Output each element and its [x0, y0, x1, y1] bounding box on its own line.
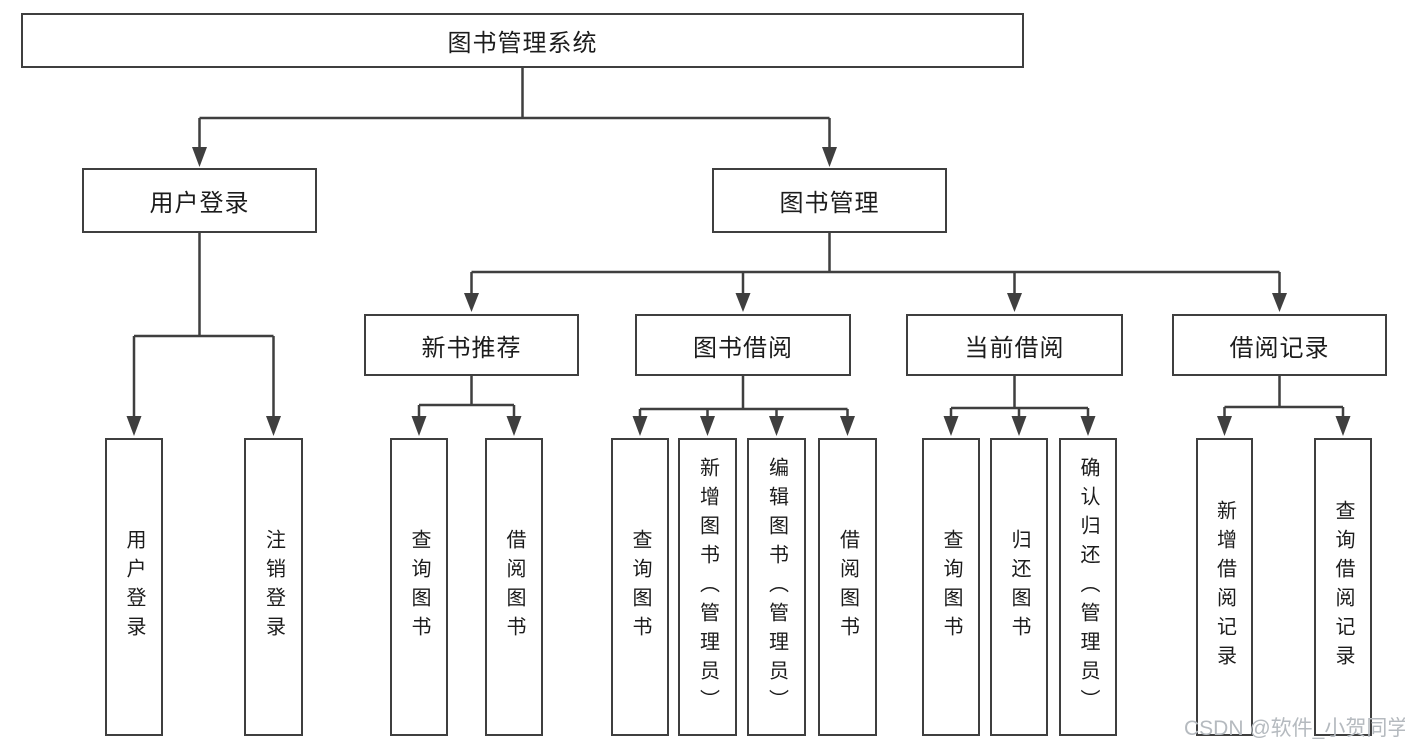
- arrow-down-icon: [126, 416, 142, 436]
- arrow-down-icon: [769, 416, 784, 436]
- arrow-down-icon: [411, 416, 427, 436]
- connector-book-borrowing-branch: [632, 376, 855, 436]
- node-query-books-current: 查询图书: [922, 438, 980, 736]
- connector-book-management-branch: [464, 233, 1287, 312]
- node-query-books-borrowing: 查询图书: [611, 438, 669, 736]
- node-confirm-return-admin: 确认归还（管理员）: [1059, 438, 1117, 736]
- node-library-system: 图书管理系统: [21, 13, 1024, 68]
- node-borrow-books-recommend: 借阅图书: [485, 438, 543, 736]
- node-borrow-books-borrowing: 借阅图书: [818, 438, 877, 736]
- node-user-login: 用户登录: [82, 168, 317, 233]
- arrow-down-icon: [840, 416, 855, 436]
- arrow-down-icon: [192, 147, 207, 167]
- connector-root-to-level1: [192, 68, 837, 167]
- node-logout: 注销登录: [244, 438, 303, 736]
- arrow-down-icon: [1007, 293, 1022, 312]
- node-user-login-leaf: 用户登录: [105, 438, 163, 736]
- connector-new-book-branch: [411, 376, 522, 436]
- node-current-borrowing: 当前借阅: [906, 314, 1123, 376]
- arrow-down-icon: [506, 416, 522, 436]
- node-edit-book-admin: 编辑图书（管理员）: [747, 438, 806, 736]
- arrow-down-icon: [943, 416, 959, 436]
- node-add-borrow-record: 新增借阅记录: [1196, 438, 1253, 736]
- arrow-down-icon: [1080, 416, 1096, 436]
- node-return-books: 归还图书: [990, 438, 1048, 736]
- node-book-borrowing: 图书借阅: [635, 314, 851, 376]
- arrow-down-icon: [700, 416, 715, 436]
- csdn-watermark: CSDN @软件_小贺同学: [1184, 717, 1405, 740]
- arrow-down-icon: [822, 147, 837, 167]
- node-borrowing-records: 借阅记录: [1172, 314, 1387, 376]
- node-new-book-recommend: 新书推荐: [364, 314, 579, 376]
- arrow-down-icon: [1272, 293, 1287, 312]
- arrow-down-icon: [735, 293, 751, 312]
- connector-user-login-branch: [126, 233, 281, 436]
- node-query-books-recommend: 查询图书: [390, 438, 448, 736]
- arrow-down-icon: [1217, 416, 1232, 436]
- connector-borrowing-records-branch: [1217, 376, 1351, 436]
- connector-current-borrowing-branch: [943, 376, 1096, 436]
- arrow-down-icon: [464, 293, 479, 312]
- node-query-borrow-record: 查询借阅记录: [1314, 438, 1372, 736]
- node-add-book-admin: 新增图书（管理员）: [678, 438, 737, 736]
- arrow-down-icon: [1011, 416, 1027, 436]
- node-book-management: 图书管理: [712, 168, 947, 233]
- arrow-down-icon: [266, 416, 281, 436]
- arrow-down-icon: [1335, 416, 1351, 436]
- arrow-down-icon: [632, 416, 648, 436]
